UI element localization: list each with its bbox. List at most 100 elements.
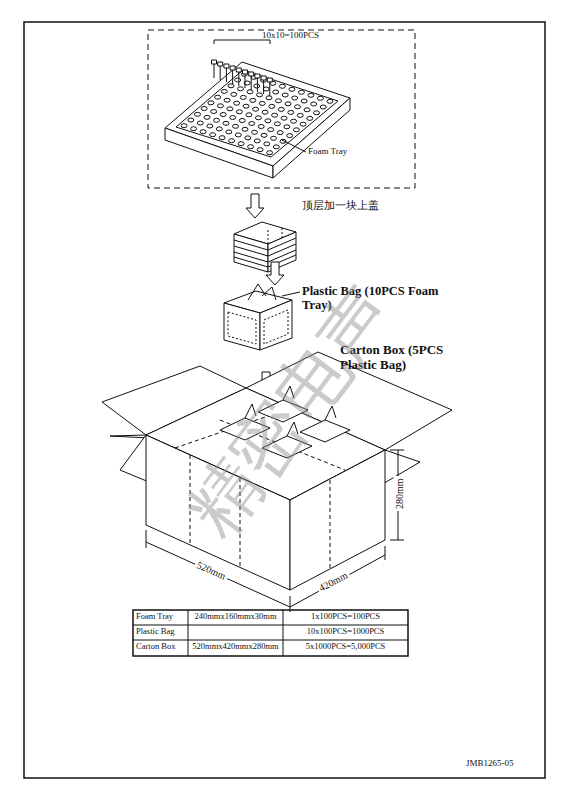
foam-tray [165, 60, 350, 178]
component-pin [200, 130, 206, 134]
component-pin [257, 148, 263, 152]
component-pin [279, 84, 285, 88]
component-pin [314, 111, 320, 115]
component-pin [228, 84, 234, 88]
component-pin [254, 84, 260, 88]
component-part [243, 70, 248, 88]
component-pin [258, 125, 264, 129]
component-part [224, 64, 229, 82]
component-pin [234, 101, 240, 105]
table-cell: Foam Tray [136, 612, 188, 622]
component-part [267, 78, 272, 96]
component-pin [268, 128, 274, 132]
component-pin [240, 95, 246, 99]
component-part [218, 62, 223, 80]
down-arrow [246, 194, 264, 218]
component-pin [253, 107, 259, 111]
component-pin [197, 121, 203, 125]
component-pin [191, 127, 197, 131]
component-pin [201, 107, 207, 111]
leader-line [282, 140, 306, 152]
component-pin [287, 134, 293, 138]
component-pin [255, 116, 261, 120]
component-pin [289, 87, 295, 91]
component-pin [247, 90, 253, 94]
component-pin [277, 131, 283, 135]
note-label: 顶层加一块上盖 [302, 200, 412, 213]
dimension-line [146, 530, 385, 612]
component-pin [252, 130, 258, 134]
count-bracket [214, 40, 270, 44]
component-pin [254, 139, 260, 143]
component-pin [273, 145, 279, 149]
component-pin [231, 92, 237, 96]
component-pin [250, 98, 256, 102]
component-pin [285, 102, 291, 106]
component-pin [267, 151, 273, 155]
component-pin [236, 110, 242, 114]
component-pin [224, 98, 230, 102]
component-pin [188, 118, 194, 122]
component-pin [317, 96, 323, 100]
component-pin [307, 116, 313, 120]
drawing-number: JMB1265-05 [466, 758, 536, 768]
component-pin [271, 136, 277, 140]
component-pin [220, 113, 226, 117]
component-pin [266, 96, 272, 100]
component-pin [211, 110, 217, 114]
table-cell: Carton Box [136, 642, 188, 652]
component-pin [246, 113, 252, 117]
table-cell: 5x1000PCS=5,000PCS [283, 642, 408, 652]
component-pin [217, 104, 223, 108]
table-cell: 1x100PCS=100PCS [283, 612, 408, 622]
component-pin [214, 118, 220, 122]
component-pin [208, 101, 214, 105]
component-pin [227, 107, 233, 111]
component-pin [292, 96, 298, 100]
table-cell: 520mmx420mmx280mm [188, 642, 283, 652]
component-pin [207, 124, 213, 128]
component-pin [304, 108, 310, 112]
component-pin [298, 90, 304, 94]
component-pin [274, 122, 280, 126]
component-pin [273, 90, 279, 94]
component-pin [282, 93, 288, 97]
component-pin [226, 130, 232, 134]
component-pin [284, 125, 290, 129]
dimension-label: 280mm [394, 476, 406, 511]
component-pin [243, 104, 249, 108]
component-part [255, 74, 260, 92]
component-pin [248, 145, 254, 149]
dashed-frame [148, 30, 415, 188]
component-pin [195, 112, 201, 116]
component-pin [265, 119, 271, 123]
count-label: 10x10=100PCS [262, 30, 342, 40]
component-pin [293, 128, 299, 132]
component-pin [291, 119, 297, 123]
part-label: Foam Tray [308, 146, 368, 156]
component-pin [301, 99, 307, 103]
component-pin [269, 104, 275, 108]
component-part [261, 76, 266, 94]
spec-table [133, 610, 408, 656]
component-pin [221, 89, 227, 93]
component-pin [276, 99, 282, 103]
component-pin [215, 95, 221, 99]
page-border [24, 22, 545, 778]
component-pin [242, 127, 248, 131]
component-part [249, 72, 254, 90]
component-pin [219, 136, 225, 140]
component-pin [327, 99, 333, 103]
component-pin [297, 113, 303, 117]
component-pin [204, 115, 210, 119]
component-pin [257, 93, 263, 97]
component-pin [181, 124, 187, 128]
dimension-label: 520mm [193, 558, 229, 583]
component-pin [278, 107, 284, 111]
component-pin [264, 142, 270, 146]
component-pin [249, 122, 255, 126]
component-pin [320, 105, 326, 109]
component-pin [308, 93, 314, 97]
plastic-bag [224, 284, 300, 350]
component-pin [229, 139, 235, 143]
